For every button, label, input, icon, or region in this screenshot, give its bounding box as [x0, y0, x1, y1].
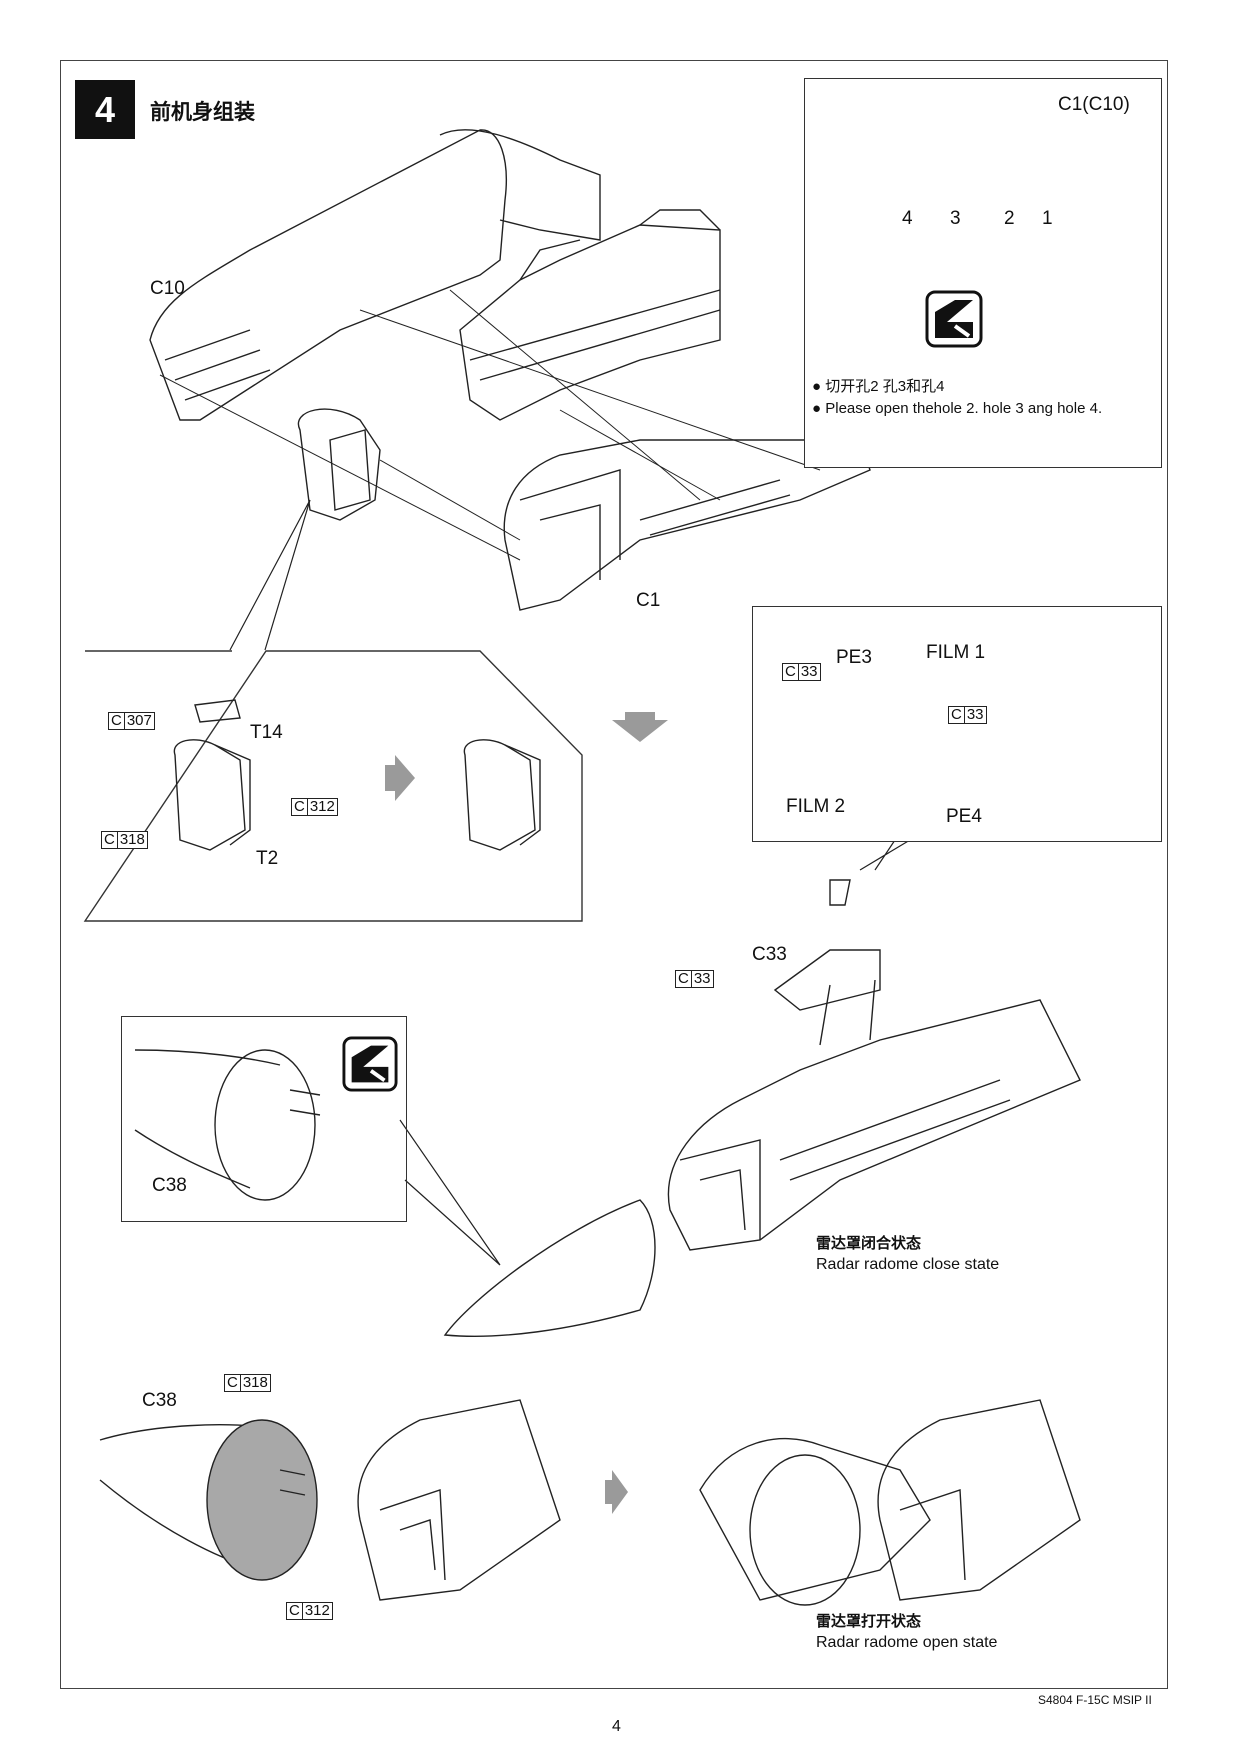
- bulkhead-inset-frame: [83, 650, 583, 922]
- tag-number: 312: [306, 799, 337, 815]
- part-label-pe3: PE3: [836, 647, 872, 668]
- tag-letter: C: [678, 970, 689, 987]
- step-number: 4: [75, 80, 135, 139]
- step-title: 前机身组装: [150, 101, 255, 124]
- bullet: ●: [812, 378, 822, 395]
- tag-number: 318: [239, 1375, 270, 1391]
- tag-number: 33: [963, 707, 986, 723]
- tag-letter: C: [111, 712, 122, 729]
- part-label-film2: FILM 2: [786, 796, 846, 817]
- tag-letter: C: [104, 831, 115, 848]
- bullet: ●: [812, 400, 822, 417]
- tag-letter: C: [289, 1602, 300, 1619]
- tag-letter: C: [785, 663, 796, 680]
- c10-shell: [149, 129, 507, 421]
- tag-number: 318: [116, 832, 147, 848]
- part-label-c1: C1: [636, 590, 661, 611]
- page-number: 4: [612, 1718, 621, 1735]
- arrow-down-icon: [612, 712, 668, 742]
- tag-number: 312: [301, 1603, 332, 1619]
- tag-number: 33: [797, 664, 820, 680]
- c1-fuselage: [503, 439, 871, 611]
- cutting-icon: [342, 1036, 398, 1092]
- bulkhead: [297, 408, 381, 521]
- page-frame: [60, 60, 1168, 1689]
- part-label-c38-inset: C38: [152, 1175, 187, 1196]
- radome-closed: [443, 1199, 656, 1337]
- detail-c1-note-cn: ● 切开孔2 孔3和孔4: [812, 375, 944, 396]
- hole-4-label: 4: [902, 208, 913, 229]
- tag-number: 307: [123, 713, 154, 729]
- part-label-c38-bottom: C38: [142, 1390, 177, 1411]
- caption-open-cn: 雷达罩打开状态: [816, 1613, 922, 1630]
- tag-letter: C: [951, 706, 962, 723]
- tag-letter: C: [227, 1374, 238, 1391]
- part-label-c10: C10: [150, 278, 185, 299]
- front-fuselage: [667, 999, 1081, 1251]
- part-label-film1: FILM 1: [926, 642, 986, 663]
- hole-2-label: 2: [1004, 208, 1015, 229]
- detail-c1-note-en: ● Please open thehole 2. hole 3 ang hole…: [812, 400, 1102, 417]
- note-cn-text: 切开孔2 孔3和孔4: [825, 378, 945, 395]
- tag-number: 33: [690, 971, 713, 987]
- part-label-t14: T14: [250, 722, 283, 743]
- hole-1-label: 1: [1042, 208, 1053, 229]
- footer-model: S4804 F-15C MSIP II: [1038, 1693, 1152, 1707]
- detail-c1-title: C1(C10): [1058, 94, 1130, 115]
- detail-c1-box: [804, 78, 1162, 468]
- pe-detail-box: [752, 606, 1162, 842]
- hole-3-label: 3: [950, 208, 961, 229]
- tag-letter: C: [294, 798, 305, 815]
- part-label-c33: C33: [752, 944, 787, 965]
- caption-close-en: Radar radome close state: [816, 1256, 1000, 1273]
- note-en-text: Please open thehole 2. hole 3 ang hole 4…: [825, 400, 1103, 417]
- caption-close-cn: 雷达罩闭合状态: [816, 1235, 922, 1252]
- radome-inset-box: [121, 1016, 407, 1222]
- cutting-icon: [925, 290, 983, 348]
- cockpit-tub: [459, 224, 721, 421]
- caption-open-en: Radar radome open state: [816, 1634, 998, 1651]
- part-label-pe4: PE4: [946, 806, 982, 827]
- arrow-right-icon: [605, 1470, 628, 1514]
- arrow-right-icon: [385, 755, 415, 801]
- part-label-t2: T2: [256, 848, 279, 869]
